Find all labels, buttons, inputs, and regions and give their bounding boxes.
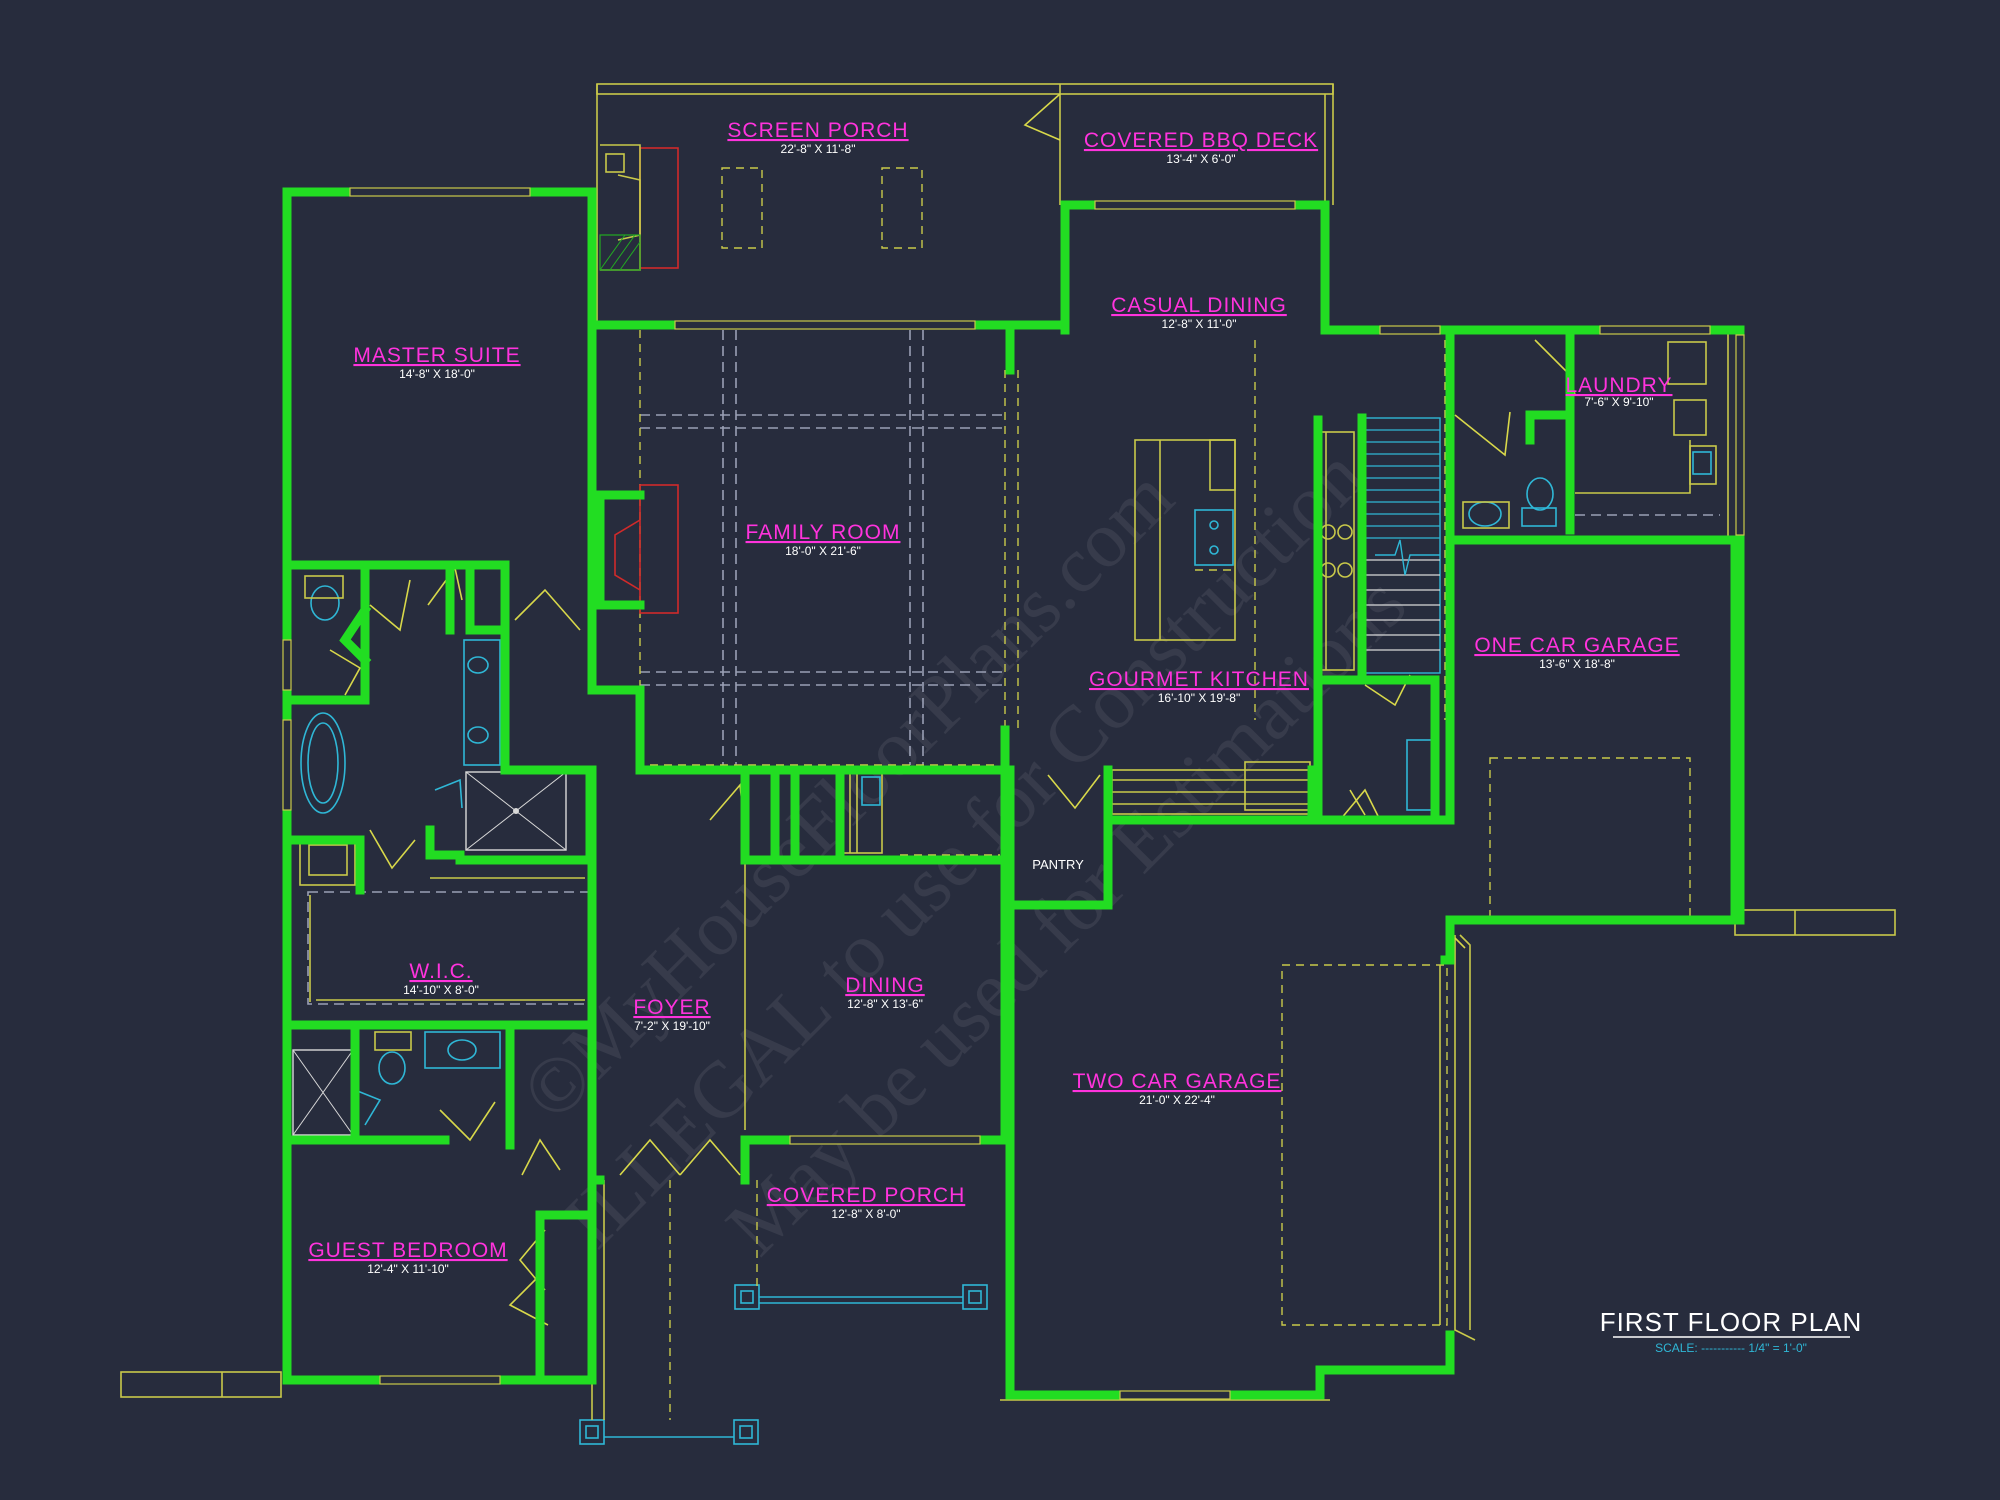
room-name-one-car-garage: ONE CAR GARAGE — [1474, 634, 1679, 657]
family-room-ceiling — [614, 330, 1019, 770]
room-name-gourmet-kitchen: GOURMET KITCHEN — [1089, 668, 1309, 691]
room-name-master-suite: MASTER SUITE — [353, 344, 520, 367]
room-name-two-car-garage: TWO CAR GARAGE — [1073, 1070, 1282, 1093]
room-dims-dining: 12'-8" X 13'-6" — [847, 997, 923, 1011]
room-dims-foyer: 7'-2" X 19'-10" — [634, 1019, 710, 1033]
master-bath-fixtures — [299, 566, 591, 1005]
room-labels: SCREEN PORCH 22'-8" X 11'-8" COVERED BBQ… — [308, 119, 1679, 1276]
room-dims-guest-bedroom: 12'-4" X 11'-10" — [367, 1262, 449, 1276]
room-name-guest-bedroom: GUEST BEDROOM — [308, 1239, 507, 1262]
room-dims-wic: 14'-10" X 8'-0" — [403, 983, 479, 997]
room-name-casual-dining: CASUAL DINING — [1111, 294, 1287, 317]
staircase — [1361, 417, 1441, 674]
windows — [282, 187, 1745, 1400]
room-dims-laundry: 7'-6" X 9'-10" — [1584, 395, 1653, 409]
room-name-screen-porch: SCREEN PORCH — [727, 119, 908, 142]
room-name-covered-porch: COVERED PORCH — [767, 1184, 966, 1207]
garage-details — [1047, 674, 1691, 1330]
room-dims-casual-dining: 12'-8" X 11'-0" — [1162, 317, 1237, 331]
walls — [282, 187, 1745, 1400]
room-dims-covered-bbq-deck: 13'-4" X 6'-0" — [1166, 152, 1235, 166]
room-dims-covered-porch: 12'-8" X 8'-0" — [831, 1207, 900, 1221]
room-dims-family-room: 18'-0" X 21'-6" — [785, 544, 861, 558]
laundry-fixtures — [1454, 334, 1729, 536]
room-name-family-room: FAMILY ROOM — [746, 521, 901, 544]
room-name-wic: W.I.C. — [409, 960, 472, 983]
plan-title: FIRST FLOOR PLAN — [1600, 1307, 1863, 1337]
plan-scale: SCALE: ----------- 1/4" = 1'-0" — [1655, 1341, 1807, 1355]
room-name-laundry: LAUNDRY — [1566, 374, 1673, 397]
room-dims-gourmet-kitchen: 16'-10" X 19'-8" — [1158, 691, 1240, 705]
room-name-dining: DINING — [845, 974, 925, 997]
room-name-pantry: PANTRY — [1032, 857, 1084, 872]
room-dims-master-suite: 14'-8" X 18'-0" — [399, 367, 475, 381]
guest-bath-fixtures — [292, 1031, 561, 1326]
room-name-covered-bbq-deck: COVERED BBQ DECK — [1084, 129, 1318, 152]
porch-deck-outlines — [120, 83, 1896, 1445]
room-dims-two-car-garage: 21'-0" X 22'-4" — [1139, 1093, 1215, 1107]
room-name-foyer: FOYER — [633, 996, 710, 1019]
screen-porch-details — [599, 93, 1061, 271]
room-dims-screen-porch: 22'-8" X 11'-8" — [781, 142, 856, 156]
title-block: FIRST FLOOR PLAN SCALE: ----------- 1/4"… — [1600, 1307, 1863, 1355]
kitchen-fixtures — [1111, 340, 1446, 815]
room-dims-one-car-garage: 13'-6" X 18'-8" — [1539, 657, 1615, 671]
